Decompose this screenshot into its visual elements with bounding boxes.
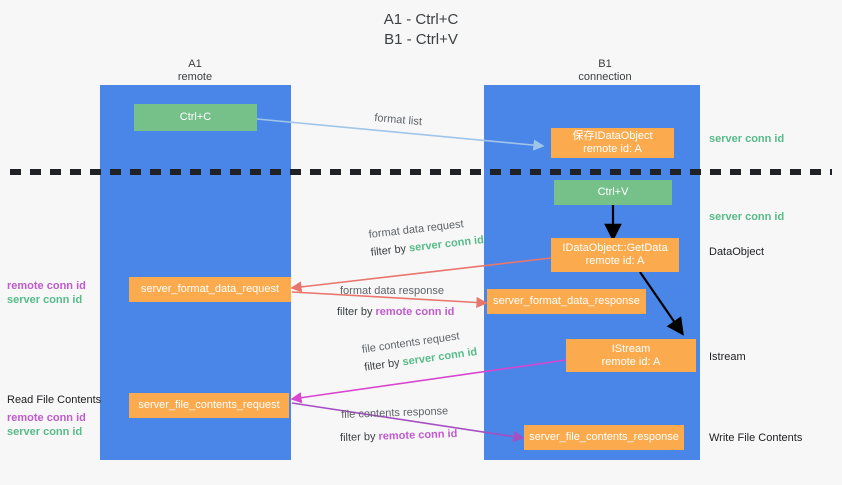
box-server-file-contents-request-label: server_file_contents_request xyxy=(138,399,280,411)
filter-by-text-4: filter by xyxy=(339,430,379,445)
left-label-server-conn-id-1: server conn id xyxy=(7,294,83,306)
right-label-server-conn-id-top: server conn id xyxy=(709,133,785,145)
filter-by-text-3: filter by xyxy=(363,356,404,374)
page-title: A1 - Ctrl+C B1 - Ctrl+V xyxy=(0,10,842,50)
right-label-istream: Istream xyxy=(709,351,746,363)
box-getdata-sub: remote id: A xyxy=(585,255,645,267)
column-header-b1-role: connection xyxy=(578,71,632,83)
column-header-a1-role: remote xyxy=(177,71,213,83)
box-server-format-data-request[interactable]: server_format_data_request xyxy=(129,277,291,302)
box-ctrl-c-label: Ctrl+C xyxy=(179,111,212,123)
column-header-b1-name: B1 xyxy=(598,58,612,70)
column-header-a1: A1 remote xyxy=(120,58,270,84)
box-server-format-data-response-label: server_format_data_response xyxy=(493,295,640,307)
column-header-a1-name: A1 xyxy=(188,58,202,70)
edge-label-file-contents-request-group: file contents request filter by server c… xyxy=(361,327,478,375)
box-getdata-label: IDataObject::GetData xyxy=(562,242,668,254)
edge-label-file-contents-response: file contents response xyxy=(341,405,449,421)
box-server-file-contents-response[interactable]: server_file_contents_response xyxy=(524,425,684,450)
box-save-idataobject-label: 保存IDataObject xyxy=(572,130,653,142)
remote-conn-id-filter-1: remote conn id xyxy=(375,306,455,318)
edge-label-format-list: format list xyxy=(373,111,423,129)
right-label-write-file-contents: Write File Contents xyxy=(709,432,803,444)
left-label-group-2: remote conn id server conn id xyxy=(7,411,86,439)
title-line-2: B1 - Ctrl+V xyxy=(384,31,458,48)
box-server-format-data-response[interactable]: server_format_data_response xyxy=(487,289,646,314)
filter-by-text-2: filter by xyxy=(337,306,376,318)
box-ctrl-c[interactable]: Ctrl+C xyxy=(134,104,257,131)
filter-by-text-1: filter by xyxy=(370,242,410,259)
edge-label-file-contents-response-group: file contents response filter by remote … xyxy=(340,404,458,445)
left-label-server-conn-id-2: server conn id xyxy=(7,426,83,438)
box-getdata[interactable]: IDataObject::GetData remote id: A xyxy=(551,238,679,272)
right-label-server-conn-id-mid: server conn id xyxy=(709,211,785,223)
box-server-file-contents-response-label: server_file_contents_response xyxy=(529,431,679,443)
left-label-remote-conn-id-2: remote conn id xyxy=(7,412,86,424)
left-label-read-file-contents: Read File Contents xyxy=(7,394,102,406)
edge-filter-file-contents-response: filter by remote conn id xyxy=(340,427,458,445)
box-server-file-contents-request[interactable]: server_file_contents_request xyxy=(129,393,289,418)
box-istream-label: IStream xyxy=(611,342,651,355)
remote-conn-id-filter-2: remote conn id xyxy=(378,427,458,443)
right-label-dataobject: DataObject xyxy=(709,246,765,258)
box-istream[interactable]: IStream remote id: A xyxy=(566,339,696,372)
edge-label-format-data-response: format data response xyxy=(340,285,444,297)
edge-filter-format-data-response: filter by remote conn id xyxy=(337,305,454,319)
edge-label-format-data-request-group: format data request filter by server con… xyxy=(368,215,485,260)
left-label-remote-conn-id-1: remote conn id xyxy=(7,280,86,292)
server-conn-id-filter-1: server conn id xyxy=(408,234,485,255)
box-istream-sub: remote id: A xyxy=(601,355,661,368)
column-header-b1: B1 connection xyxy=(530,58,680,84)
title-line-1: A1 - Ctrl+C xyxy=(383,11,459,28)
box-save-idataobject-sub: remote id: A xyxy=(583,143,642,155)
box-ctrl-v[interactable]: Ctrl+V xyxy=(554,180,672,205)
box-server-format-data-request-label: server_format_data_request xyxy=(140,283,280,295)
box-ctrl-v-label: Ctrl+V xyxy=(597,186,629,198)
left-label-group-1: remote conn id server conn id xyxy=(7,279,86,307)
edge-label-format-data-response-group: format data response filter by remote co… xyxy=(337,284,454,319)
box-save-idataobject[interactable]: 保存IDataObject remote id: A xyxy=(551,128,674,158)
